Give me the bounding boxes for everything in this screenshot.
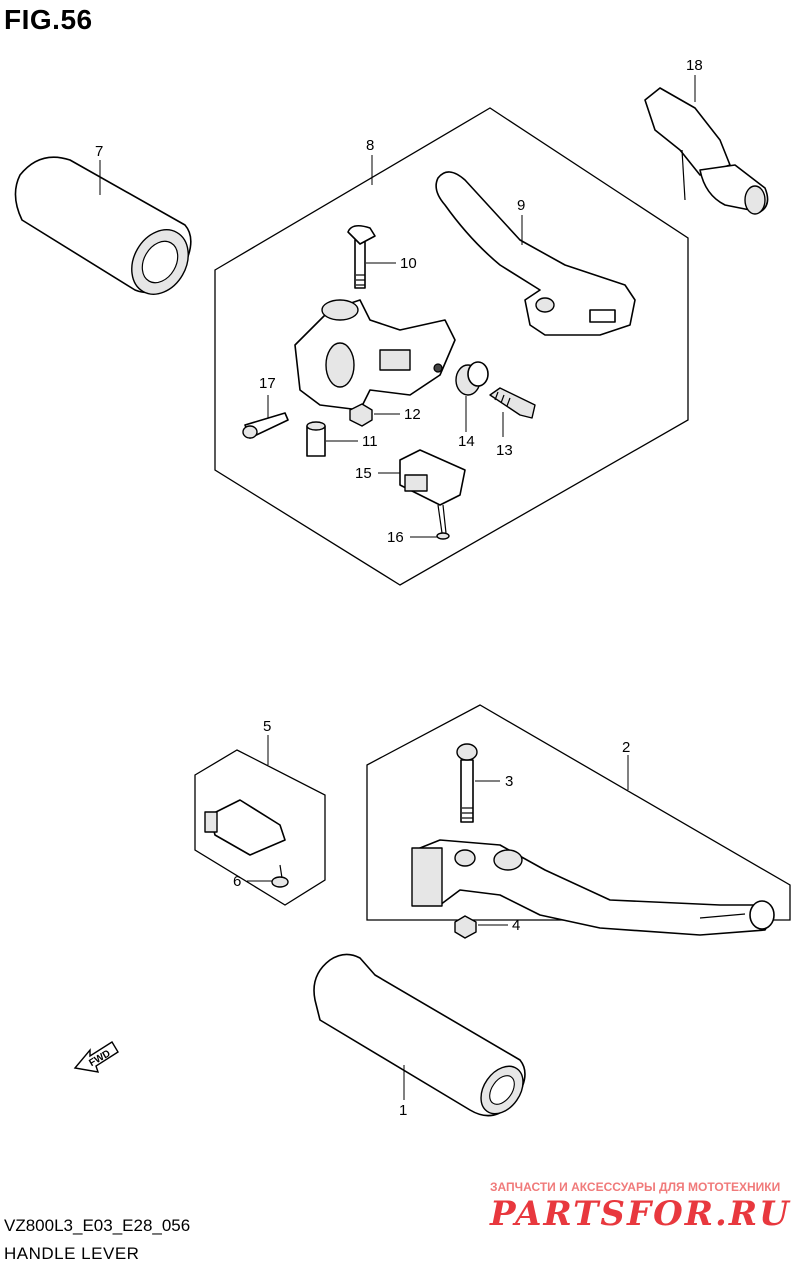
leader-lines xyxy=(99,75,696,1100)
part-9-lever xyxy=(435,171,636,336)
callout-9: 9 xyxy=(517,197,525,214)
fwd-arrow: FWD xyxy=(73,1041,119,1073)
callout-17: 17 xyxy=(259,375,276,392)
diagram-code: VZ800L3_E03_E28_056 xyxy=(4,1216,191,1235)
callout-18: 18 xyxy=(686,57,703,74)
callout-12: 12 xyxy=(404,406,421,423)
part-1-throttle-grip xyxy=(313,953,526,1117)
callout-8: 8 xyxy=(366,137,374,154)
part-15-switch xyxy=(399,449,466,506)
callout-6: 6 xyxy=(233,873,241,890)
part-3-bolt xyxy=(456,743,478,823)
callout-15: 15 xyxy=(355,465,372,482)
callout-3: 3 xyxy=(505,773,513,790)
part-11-collar xyxy=(306,421,326,457)
watermark-tagline: ЗАПЧАСТИ И АКСЕССУАРЫ ДЛЯ МОТОТЕХНИКИ xyxy=(490,1180,781,1194)
callout-5: 5 xyxy=(263,718,271,735)
callout-13: 13 xyxy=(496,442,513,459)
part-7-grip xyxy=(14,156,192,295)
callout-10: 10 xyxy=(400,255,417,272)
callout-7: 7 xyxy=(95,143,103,160)
part-4-nut xyxy=(454,915,477,939)
callout-4: 4 xyxy=(512,917,520,934)
watermark-logo: PARTSFOR.RU xyxy=(490,1194,791,1234)
fwd-arrow-label: FWD xyxy=(87,1048,112,1069)
assembly-frame-8 xyxy=(214,107,689,586)
part-10-bolt xyxy=(347,224,376,289)
part-16-screw xyxy=(436,504,450,540)
part-13-pin xyxy=(489,387,536,419)
part-5-switch xyxy=(204,799,286,856)
assembly-frame-2 xyxy=(366,704,791,921)
callout-1: 1 xyxy=(399,1102,407,1119)
diagram-name: HANDLE LEVER xyxy=(4,1244,140,1263)
part-14-adjuster xyxy=(455,361,489,396)
figure-title: FIG.56 xyxy=(4,4,93,35)
part-6-screw xyxy=(271,864,289,888)
part-12-nut xyxy=(349,403,373,427)
callout-2: 2 xyxy=(622,739,630,756)
callout-16: 16 xyxy=(387,529,404,546)
part-17-screw xyxy=(242,412,289,439)
assembly-frame-5 xyxy=(194,749,326,906)
part-2-lever xyxy=(411,839,775,936)
part-18-guide xyxy=(644,87,769,215)
callout-11: 11 xyxy=(362,433,378,450)
callout-14: 14 xyxy=(458,433,475,450)
lever-bracket xyxy=(294,299,456,411)
